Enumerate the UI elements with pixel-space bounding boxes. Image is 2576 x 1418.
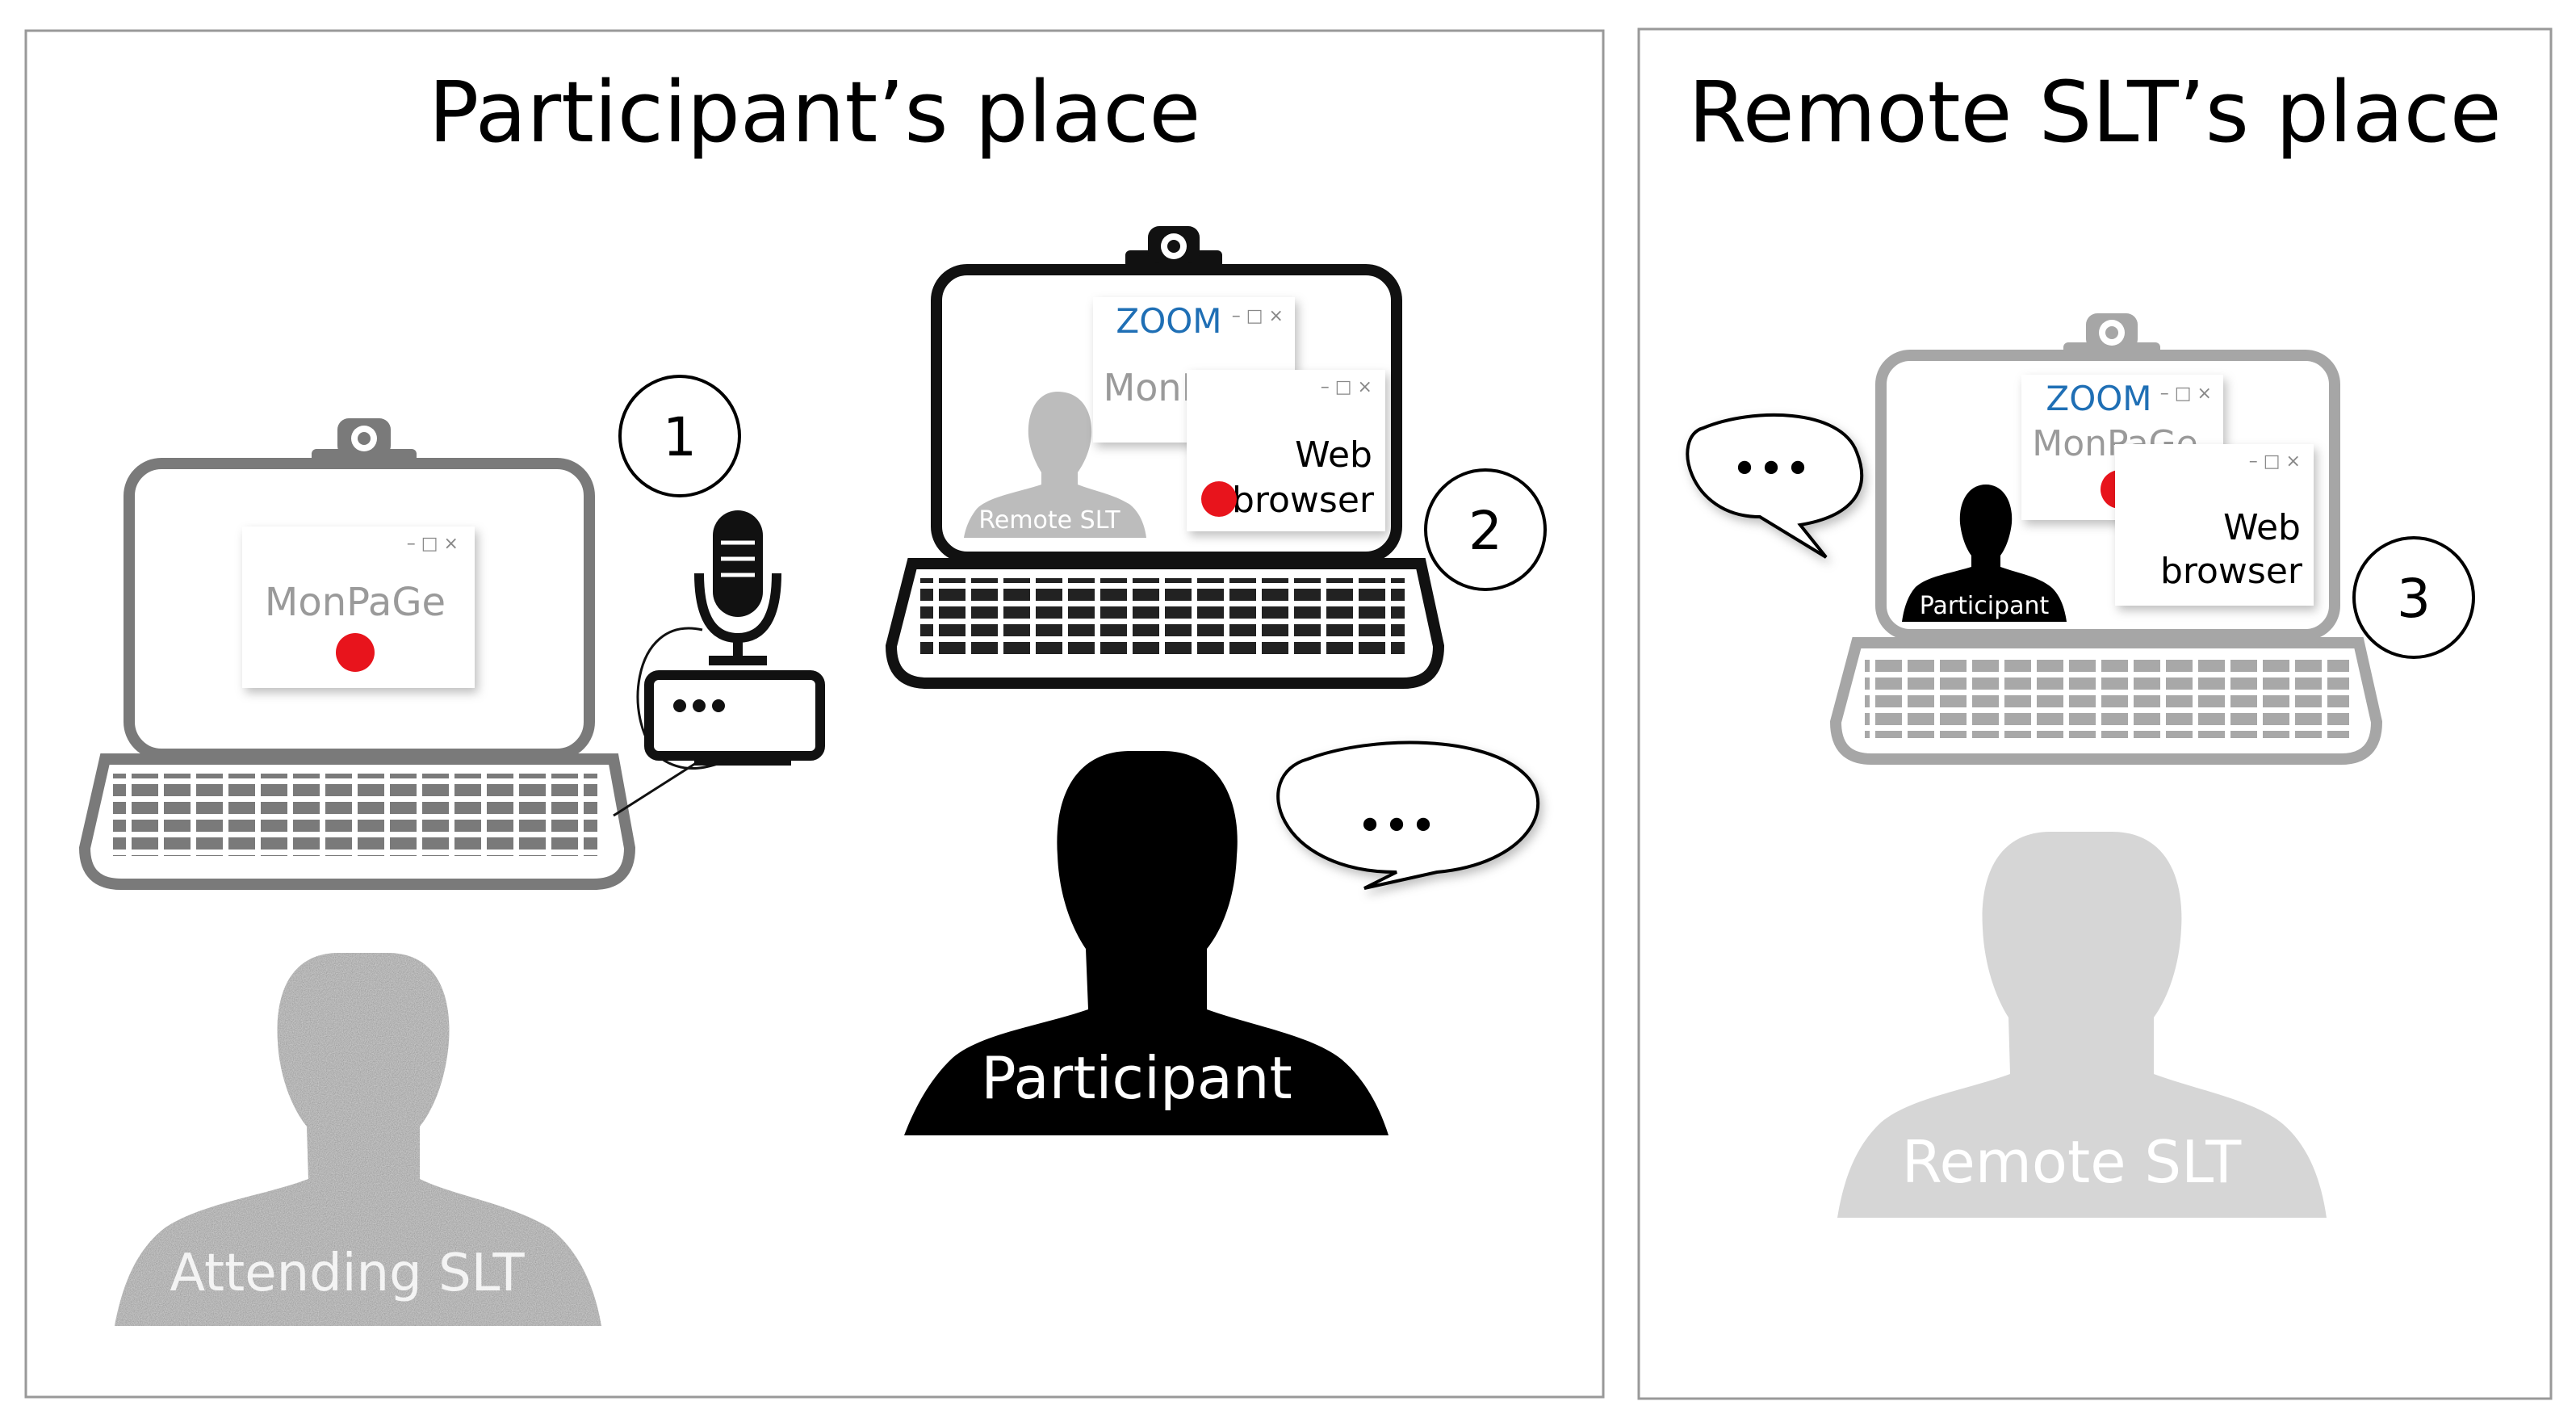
microphone-icon	[694, 510, 781, 665]
participant-label: Participant	[981, 1044, 1292, 1112]
remote-slt-video-label: Remote SLT	[978, 506, 1120, 535]
monpage-window: – □ × MonPaGe	[242, 527, 475, 688]
web-browser-window: – □ × Web browser	[2115, 444, 2314, 606]
remote-slt-video: Remote SLT	[964, 392, 1146, 538]
svg-text:3: 3	[2397, 568, 2431, 630]
attending-slt-silhouette	[115, 953, 601, 1326]
web-label: Web	[1295, 434, 1372, 476]
window-controls[interactable]: – □ ×	[2160, 384, 2212, 404]
setup-3-laptop: Participant – □ × ZOOM MonPaGe – □ × Web…	[1829, 313, 2383, 765]
setup-2-laptop: Remote SLT – □ × ZOOM MonPaGe – □ × Web …	[885, 226, 1445, 689]
window-controls[interactable]: – □ ×	[2249, 451, 2301, 472]
participant-speech-bubble	[1276, 740, 1540, 890]
mic-cable	[636, 627, 731, 770]
remote-place-title: Remote SLT’s place	[1688, 63, 2502, 162]
web-label: Web	[2223, 507, 2301, 548]
record-indicator-icon[interactable]	[1201, 481, 1237, 517]
step-3-badge: 3	[2352, 536, 2475, 659]
remote-slt-silhouette	[1837, 832, 2327, 1218]
svg-text:1: 1	[663, 406, 697, 468]
usb-cable	[613, 757, 703, 817]
webcam-icon	[1125, 226, 1222, 268]
window-controls[interactable]: – □ ×	[1321, 377, 1372, 397]
zoom-label: ZOOM	[2046, 379, 2151, 418]
audio-interface-icon	[644, 670, 825, 766]
remote-speech-bubble	[1686, 413, 1864, 559]
remote-speech-text: •••	[1731, 443, 1811, 496]
participant-video-label: Participant	[1920, 592, 2050, 620]
participant-video: Participant	[1902, 485, 2067, 622]
participant-silhouette	[904, 751, 1389, 1135]
participant-speech-text: •••	[1356, 800, 1436, 853]
remote-slt-label: Remote SLT	[1902, 1128, 2243, 1196]
step-2-badge: 2	[1424, 468, 1547, 591]
monpage-label: MonPaGe	[265, 580, 446, 625]
browser-label: browser	[1232, 480, 1375, 521]
web-browser-window: – □ × Web browser	[1187, 370, 1385, 531]
record-indicator-icon[interactable]	[336, 633, 375, 672]
window-controls[interactable]: – □ ×	[407, 534, 459, 554]
step-1-badge: 1	[618, 375, 741, 497]
participant-place-title: Participant’s place	[429, 63, 1201, 162]
browser-label: browser	[2160, 551, 2303, 592]
setup-1-laptop: – □ × MonPaGe	[78, 418, 636, 890]
attending-slt-label: Attending SLT	[170, 1244, 525, 1303]
svg-text:2: 2	[1468, 500, 1502, 562]
zoom-label: ZOOM	[1116, 301, 1221, 341]
window-controls[interactable]: – □ ×	[1232, 306, 1284, 326]
